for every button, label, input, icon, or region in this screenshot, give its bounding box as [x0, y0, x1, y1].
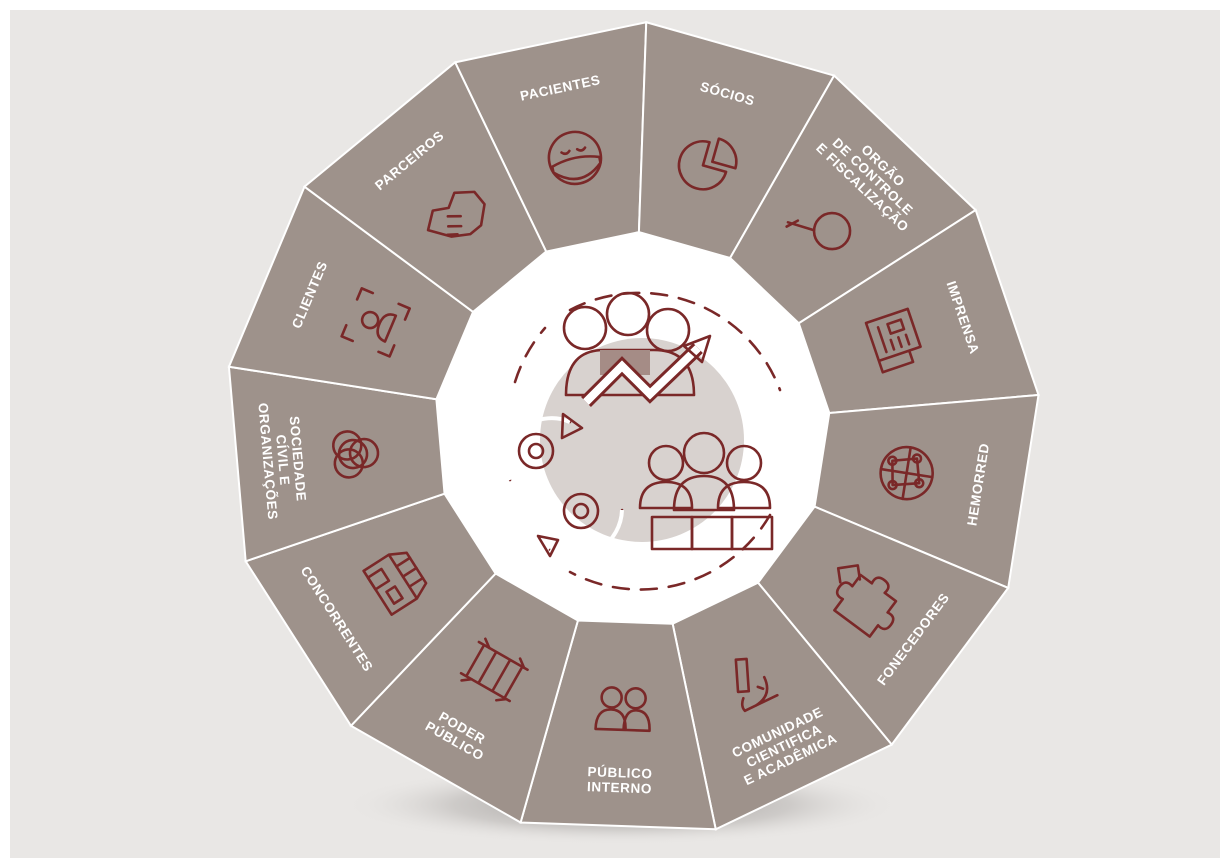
segment-pacientes: PACIENTES — [453, 21, 648, 253]
intersecting-circles-icon — [331, 430, 380, 479]
columns-icon — [459, 637, 529, 703]
user-focus-icon — [340, 287, 412, 358]
stakeholder-management-icon — [504, 291, 782, 591]
pie-chart-icon — [677, 137, 738, 191]
segment-label-publico-interno: PÚBLICOINTERNO — [587, 764, 653, 796]
segment-fonecedores: FONECEDORES — [756, 505, 1010, 747]
network-globe-icon — [879, 445, 934, 501]
storefront-icon — [362, 551, 428, 616]
segment-publico-interno: PÚBLICOINTERNO — [519, 619, 717, 831]
puzzle-icon — [833, 564, 898, 638]
segment-comunidade: COMUNIDADECIENTIFICAE ACADÊMICA — [671, 581, 894, 831]
segment-orgao: ORGÃODE CONTROLEE FISCALIZAÇÃO — [728, 73, 978, 325]
segment-parceiros: PARCEIROS — [302, 60, 548, 314]
segment-sociedade: SOCIEDADECÍVIL EORGANIZAÇÕES — [227, 365, 446, 563]
magnifier-icon — [785, 211, 852, 251]
segment-imprensa: IMPRENSA — [797, 208, 1040, 415]
newspaper-icon — [864, 307, 922, 374]
segment-socios: SÓCIOS — [637, 20, 836, 260]
segment-clientes: CLIENTES — [227, 185, 475, 401]
handshake-icon — [426, 190, 486, 238]
segment-concorrentes: CONCORRENTES — [244, 492, 497, 728]
segment-poder-publico: PODERPÚBLICO — [349, 572, 580, 824]
people-icon — [594, 686, 651, 733]
masked-face-icon — [547, 130, 603, 186]
segment-hemorred: HEMORRED — [813, 393, 1040, 590]
microscope-icon — [734, 657, 779, 713]
